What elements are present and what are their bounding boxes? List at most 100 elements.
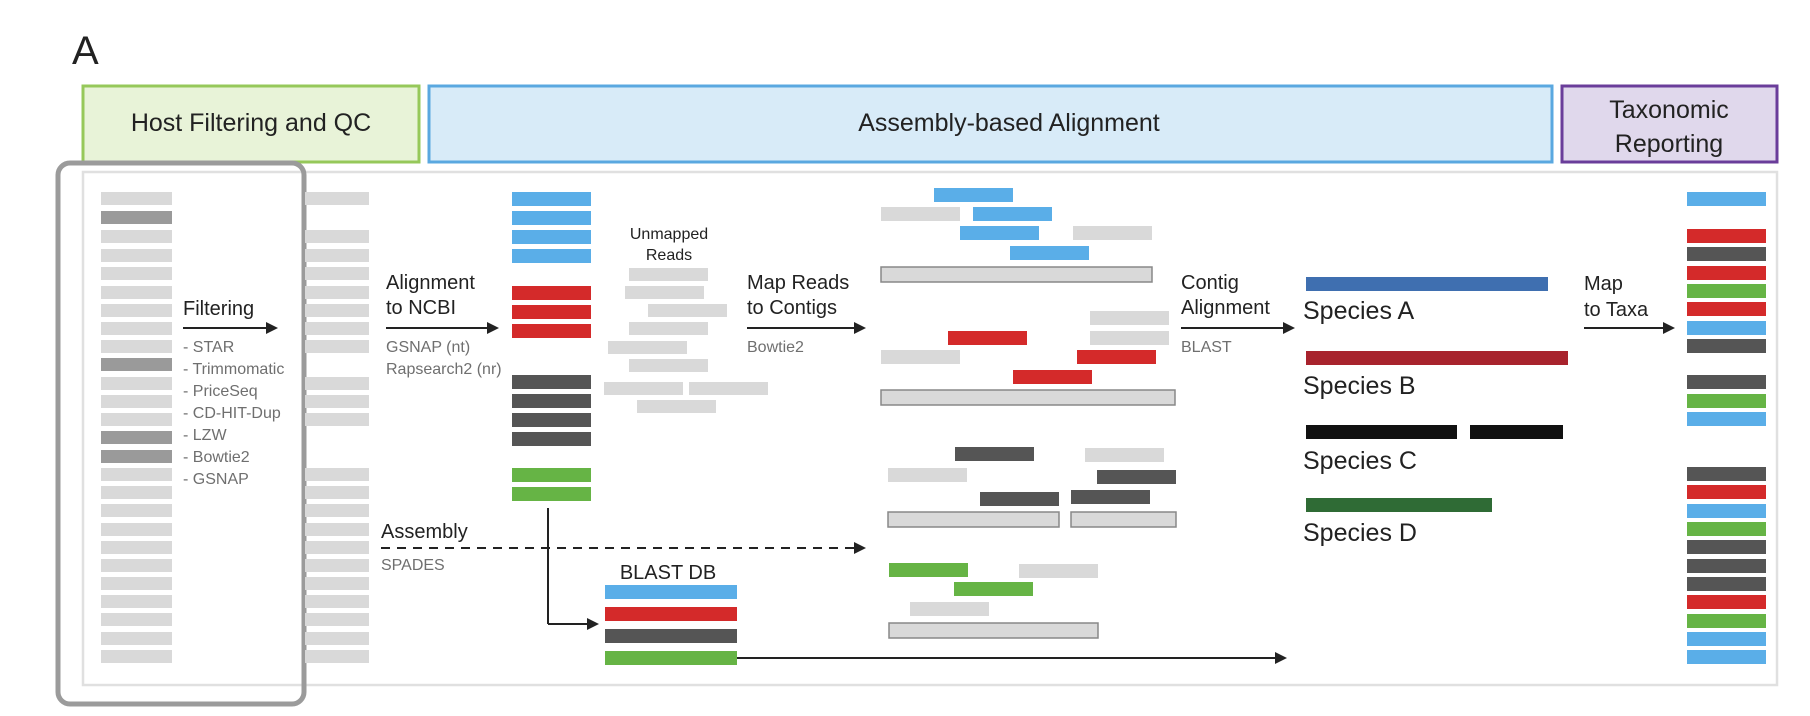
taxa-output-column <box>1687 192 1766 664</box>
species-a-label: Species A <box>1303 297 1415 325</box>
blast-db-bar <box>605 629 737 643</box>
host-section-box <box>81 84 421 164</box>
aligned-read-bar <box>512 230 591 244</box>
aligned-read-bar <box>512 305 591 319</box>
raw-read-bar <box>101 230 172 243</box>
raw-read-bar <box>101 632 172 645</box>
taxa-read-bar <box>1687 485 1766 499</box>
filtered-read-bar <box>305 322 369 335</box>
unmapped-read-bar <box>608 341 687 354</box>
aligned-read-bar <box>512 211 591 225</box>
contig-read-bar <box>954 582 1033 596</box>
taxa-read-bar <box>1687 504 1766 518</box>
unmapped-read-bar <box>637 400 716 413</box>
host-section-title: Host Filtering and QC <box>131 109 371 137</box>
filtered-read-bar <box>305 192 369 205</box>
contig-bar <box>880 266 1153 283</box>
filtered-reads-column <box>305 192 369 663</box>
filtering-tool: - GSNAP <box>183 471 249 488</box>
contig-read-bar <box>881 350 960 364</box>
filtering-tool: - STAR <box>183 339 234 356</box>
contig-read-bar <box>910 602 989 616</box>
aligned-read-bar <box>512 192 591 206</box>
aligned-read-bar <box>512 375 591 389</box>
map-reads-sub: Bowtie2 <box>747 339 804 356</box>
taxa-read-bar <box>1687 375 1766 389</box>
species-d-label: Species D <box>1303 519 1417 547</box>
contig-read-bar <box>1085 448 1164 462</box>
raw-read-bar <box>101 322 172 335</box>
taxonomic-section-title-line1: Taxonomic <box>1609 96 1729 124</box>
raw-read-bar <box>101 504 172 517</box>
contig-bar <box>887 511 1060 528</box>
contig-read-bar <box>888 468 967 482</box>
contig-read-bar <box>1073 226 1152 240</box>
raw-read-bar <box>101 431 172 444</box>
contig-read-bar <box>948 331 1027 345</box>
contig-read-bar <box>1090 311 1169 325</box>
contig-group <box>880 188 1153 283</box>
species-c-bar <box>1306 425 1457 439</box>
raw-read-bar <box>101 523 172 536</box>
species-c-label: Species C <box>1303 447 1417 475</box>
filtered-read-bar <box>305 504 369 517</box>
taxonomic-section-box <box>1560 84 1779 164</box>
blast-db-bar <box>605 651 737 665</box>
taxa-read-bar <box>1687 284 1766 298</box>
contig-read-bar <box>1071 490 1150 504</box>
unmapped-read-bar <box>604 382 683 395</box>
raw-read-bar <box>101 650 172 663</box>
species-b-label: Species B <box>1303 372 1416 400</box>
aligned-read-bar <box>512 468 591 482</box>
aligned-read-bar <box>512 432 591 446</box>
taxa-read-bar <box>1687 559 1766 573</box>
filtered-read-bar <box>305 541 369 554</box>
aligned-reads-column <box>512 192 591 501</box>
aligned-read-bar <box>512 324 591 338</box>
blast-db-bar <box>605 585 737 599</box>
aligned-read-bar <box>512 249 591 263</box>
alignment-sub1: GSNAP (nt) <box>386 339 470 356</box>
raw-read-bar <box>101 340 172 353</box>
contig-read-bar <box>889 563 968 577</box>
filtering-tool: - LZW <box>183 427 227 444</box>
contig-group <box>888 563 1099 639</box>
contig-read-bar <box>1019 564 1098 578</box>
map-reads-label-line1: Map Reads <box>747 272 849 294</box>
filtered-read-bar <box>305 230 369 243</box>
species-a-bar <box>1306 277 1548 291</box>
contig-read-bar <box>960 226 1039 240</box>
unmapped-read-bar <box>689 382 768 395</box>
raw-read-bar <box>101 541 172 554</box>
raw-read-bar <box>101 249 172 262</box>
alignment-sub2: Rapsearch2 (nr) <box>386 361 502 378</box>
panel-label: A <box>72 29 99 73</box>
raw-read-bar <box>101 450 172 463</box>
filtered-read-bar <box>305 468 369 481</box>
map-reads-label-line2: to Contigs <box>747 297 837 319</box>
filtered-read-bar <box>305 577 369 590</box>
assembly-step-label: Assembly <box>381 521 468 543</box>
contig-bar <box>880 389 1176 406</box>
unmapped-read-bar <box>625 286 704 299</box>
aligned-read-bar <box>512 286 591 300</box>
filtered-read-bar <box>305 304 369 317</box>
filtered-read-bar <box>305 377 369 390</box>
contig-read-bar <box>881 207 960 221</box>
taxa-read-bar <box>1687 595 1766 609</box>
raw-read-bar <box>101 286 172 299</box>
species-d-bar <box>1306 498 1492 512</box>
contig-bar <box>1070 511 1177 528</box>
filtered-read-bar <box>305 395 369 408</box>
taxa-read-bar <box>1687 540 1766 554</box>
filtered-read-bar <box>305 413 369 426</box>
taxa-read-bar <box>1687 192 1766 206</box>
species-b-bar <box>1306 351 1568 365</box>
taxa-read-bar <box>1687 577 1766 591</box>
filtered-read-bar <box>305 613 369 626</box>
aligned-read-bar <box>512 394 591 408</box>
blast-db-bar <box>605 607 737 621</box>
assembly-section-title: Assembly-based Alignment <box>858 109 1160 137</box>
contig-read-bar <box>980 492 1059 506</box>
